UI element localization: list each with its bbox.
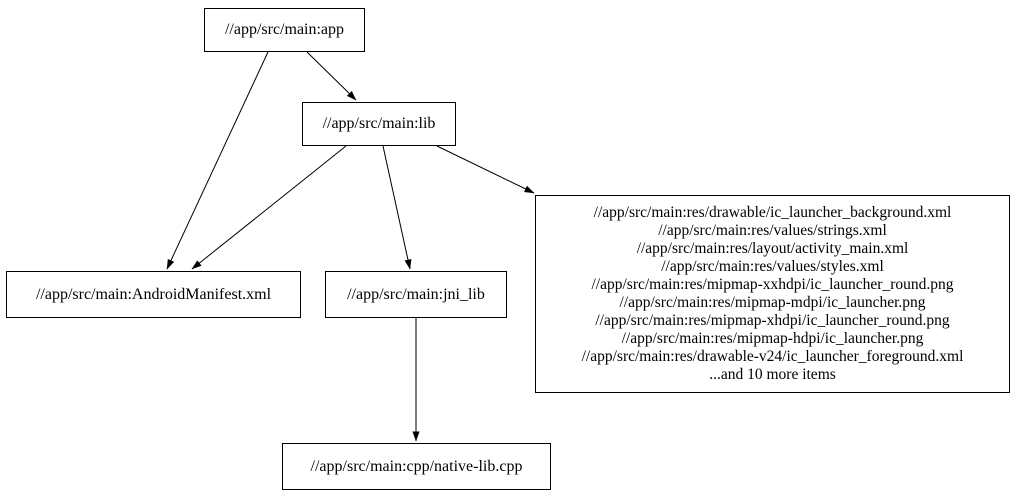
node-app-label: //app/src/main:app	[224, 21, 345, 38]
node-android-manifest: //app/src/main:AndroidManifest.xml	[6, 271, 301, 318]
node-jni-lib: //app/src/main:jni_lib	[325, 271, 507, 318]
resource-line: //app/src/main:res/drawable-v24/ic_launc…	[581, 348, 964, 365]
resource-line: //app/src/main:res/mipmap-xxhdpi/ic_laun…	[591, 276, 954, 293]
edge-app-to-manifest	[166, 51, 269, 270]
node-android-manifest-label: //app/src/main:AndroidManifest.xml	[35, 285, 272, 303]
node-resources-group: //app/src/main:res/drawable/ic_launcher_…	[535, 195, 1010, 393]
node-jni-lib-label: //app/src/main:jni_lib	[347, 285, 485, 303]
edge-app-to-lib	[306, 51, 357, 101]
edge-lib-to-resources	[436, 145, 535, 194]
node-app: //app/src/main:app	[204, 8, 365, 52]
resource-line-more-items: ...and 10 more items	[709, 366, 836, 383]
resource-line: //app/src/main:res/mipmap-xhdpi/ic_launc…	[595, 312, 950, 329]
resource-line: //app/src/main:res/values/strings.xml	[658, 222, 887, 239]
node-lib-label: //app/src/main:lib	[322, 115, 436, 132]
resource-line: //app/src/main:res/drawable/ic_launcher_…	[593, 204, 952, 221]
resource-line: //app/src/main:res/layout/activity_main.…	[636, 240, 909, 257]
node-native-lib-cpp: //app/src/main:cpp/native-lib.cpp	[282, 443, 551, 490]
node-lib: //app/src/main:lib	[302, 102, 456, 146]
resource-line: //app/src/main:res/mipmap-hdpi/ic_launch…	[621, 330, 924, 347]
edge-lib-to-jni-lib	[382, 145, 412, 270]
node-native-lib-cpp-label: //app/src/main:cpp/native-lib.cpp	[310, 457, 523, 475]
resource-line: //app/src/main:res/mipmap-mdpi/ic_launch…	[619, 294, 926, 311]
edge-lib-to-manifest	[191, 145, 347, 270]
resource-line: //app/src/main:res/values/styles.xml	[661, 258, 884, 275]
